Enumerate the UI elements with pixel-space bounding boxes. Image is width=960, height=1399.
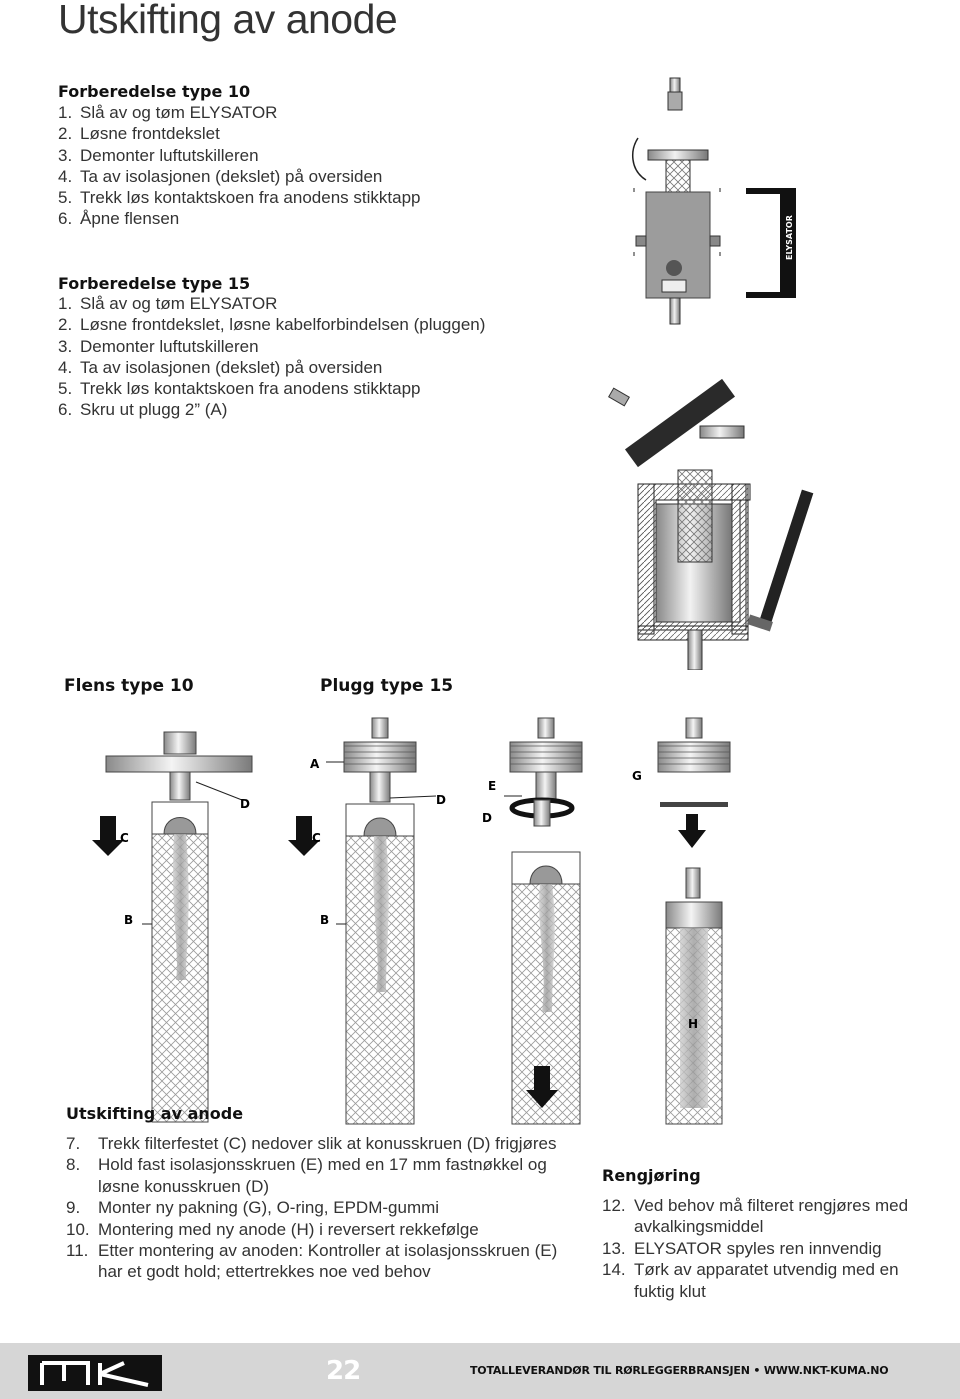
type10-heading: Forberedelse type 10 (58, 82, 251, 101)
label-d2: D (436, 793, 446, 807)
list-item: 13.ELYSATOR spyles ren innvendig (602, 1238, 882, 1258)
list-item: 4.Ta av isolasjonen (dekslet) på oversid… (58, 166, 383, 186)
list-item: 9.Monter ny pakning (G), O-ring, EPDM-gu… (66, 1198, 440, 1218)
label-c2: C (312, 831, 321, 845)
front-cover-icon: ELYSATOR (746, 188, 796, 298)
replace-heading: Utskifting av anode (66, 1104, 244, 1123)
caption-flens: Flens type 10 (64, 676, 194, 696)
type10-steps: 1.Slå av og tøm ELYSATOR 2.Løsne frontde… (58, 102, 420, 230)
list-item: 6.Åpne flensen (58, 209, 180, 229)
list-item: 3.Demonter luftutskilleren (58, 336, 259, 356)
list-item: 10.Montering med ny anode (H) i reverser… (66, 1219, 479, 1239)
label-a: A (310, 757, 320, 771)
label-d1: D (240, 797, 250, 811)
elysator-unit-icon (632, 137, 721, 325)
label-c1: C (120, 831, 129, 845)
diagram-loosen (504, 717, 583, 1125)
label-d3: D (482, 811, 492, 825)
list-item: 12.Ved behov må filteret rengjøres med a… (602, 1196, 909, 1237)
page-title: Utskifting av anode (58, 0, 398, 42)
air-separator-icon (667, 77, 683, 111)
anode-rod-icon (747, 489, 814, 632)
nk-logo-icon (28, 1355, 162, 1391)
diagram-flens (92, 731, 253, 1123)
vent-icon (608, 387, 630, 407)
list-item: 11.Etter montering av anoden: Kontroller… (66, 1241, 558, 1282)
label-h: H (688, 1017, 698, 1031)
list-item: 2.Løsne frontdekslet (58, 124, 220, 144)
svg-text:ELYSATOR: ELYSATOR (785, 215, 794, 260)
type15-heading: Forberedelse type 15 (58, 274, 251, 293)
clean-steps: 12.Ved behov må filteret rengjøres med a… (602, 1195, 922, 1302)
caption-plugg: Plugg type 15 (320, 676, 454, 696)
list-item: 4.Ta av isolasjonen (dekslet) på oversid… (58, 357, 383, 377)
page-number: 22 (326, 1356, 361, 1386)
list-item: 5.Trekk løs kontaktskoen fra anodens sti… (58, 379, 421, 399)
diagram-plugg (288, 717, 437, 1125)
elysator-illustration: ELYSATOR (608, 77, 814, 670)
list-item: 3.Demonter luftutskilleren (58, 145, 259, 165)
list-item: 6.Skru ut plugg 2” (A) (58, 400, 228, 420)
diagram-new-anode (526, 717, 731, 1125)
replace-steps: 7.Trekk filterfestet (C) nedover slik at… (66, 1133, 566, 1283)
label-e: E (488, 779, 496, 793)
type15-steps: 1.Slå av og tøm ELYSATOR 2.Løsne frontde… (58, 293, 485, 421)
list-item: 2.Løsne frontdekslet, løsne kabelforbind… (58, 315, 486, 335)
list-item: 7.Trekk filterfestet (C) nedover slik at… (66, 1134, 557, 1153)
insulation-cover-icon (624, 378, 736, 468)
label-g: G (632, 769, 642, 783)
list-item: 5.Trekk løs kontaktskoen fra anodens sti… (58, 188, 421, 208)
list-item: 8.Hold fast isolasjonsskruen (E) med en … (66, 1155, 547, 1196)
list-item: 1.Slå av og tøm ELYSATOR (58, 103, 278, 122)
anode-diagrams: D C B A D C B E D (92, 717, 731, 1125)
label-b1: B (124, 913, 133, 927)
footer-tagline: TOTALLEVERANDØR TIL RØRLEGGERBRANSJEN • … (470, 1364, 889, 1377)
clean-heading: Rengjøring (602, 1166, 701, 1185)
tank-cutaway-icon (637, 425, 751, 670)
list-item: 1.Slå av og tøm ELYSATOR (58, 294, 278, 313)
list-item: 14.Tørk av apparatet utvendig med en fuk… (602, 1260, 899, 1301)
label-b2: B (320, 913, 329, 927)
footer: 22 TOTALLEVERANDØR TIL RØRLEGGERBRANSJEN… (0, 1343, 960, 1399)
